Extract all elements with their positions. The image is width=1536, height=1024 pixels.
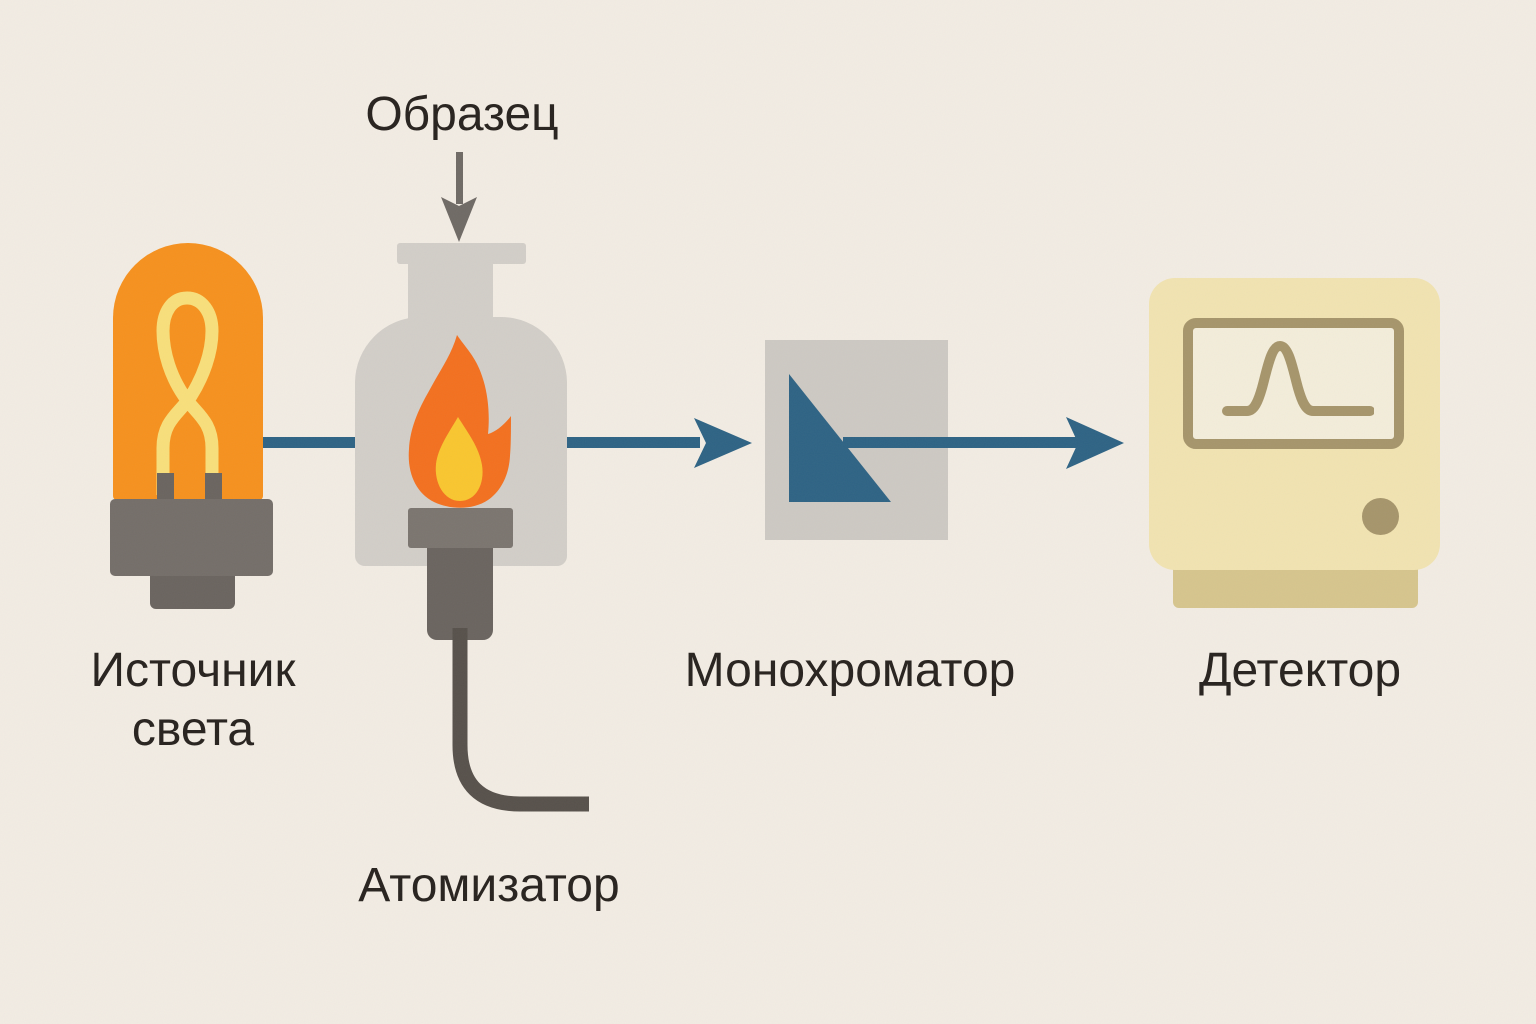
detector-screen bbox=[1183, 318, 1404, 449]
label-light-source-line2: света bbox=[131, 703, 255, 756]
lamp-foot bbox=[150, 576, 235, 609]
sample-down-arrow-icon bbox=[456, 152, 463, 204]
label-detector: Детектор bbox=[1198, 644, 1402, 697]
gas-tube-icon bbox=[452, 628, 589, 812]
detector-knob bbox=[1362, 498, 1399, 535]
label-atomizer: Атомизатор bbox=[358, 859, 620, 912]
flask-neck bbox=[408, 258, 493, 323]
burner-pedestal bbox=[408, 508, 513, 548]
lamp-bulb bbox=[113, 243, 263, 500]
lamp-base bbox=[110, 499, 273, 576]
label-monochromator: Монохроматор bbox=[684, 644, 1016, 697]
label-sample: Образец bbox=[365, 88, 559, 141]
label-light-source-line1: Источник bbox=[90, 644, 296, 697]
prism-housing bbox=[765, 340, 948, 540]
burner-plug bbox=[427, 548, 493, 640]
label-light-source: Источник света bbox=[91, 641, 296, 759]
